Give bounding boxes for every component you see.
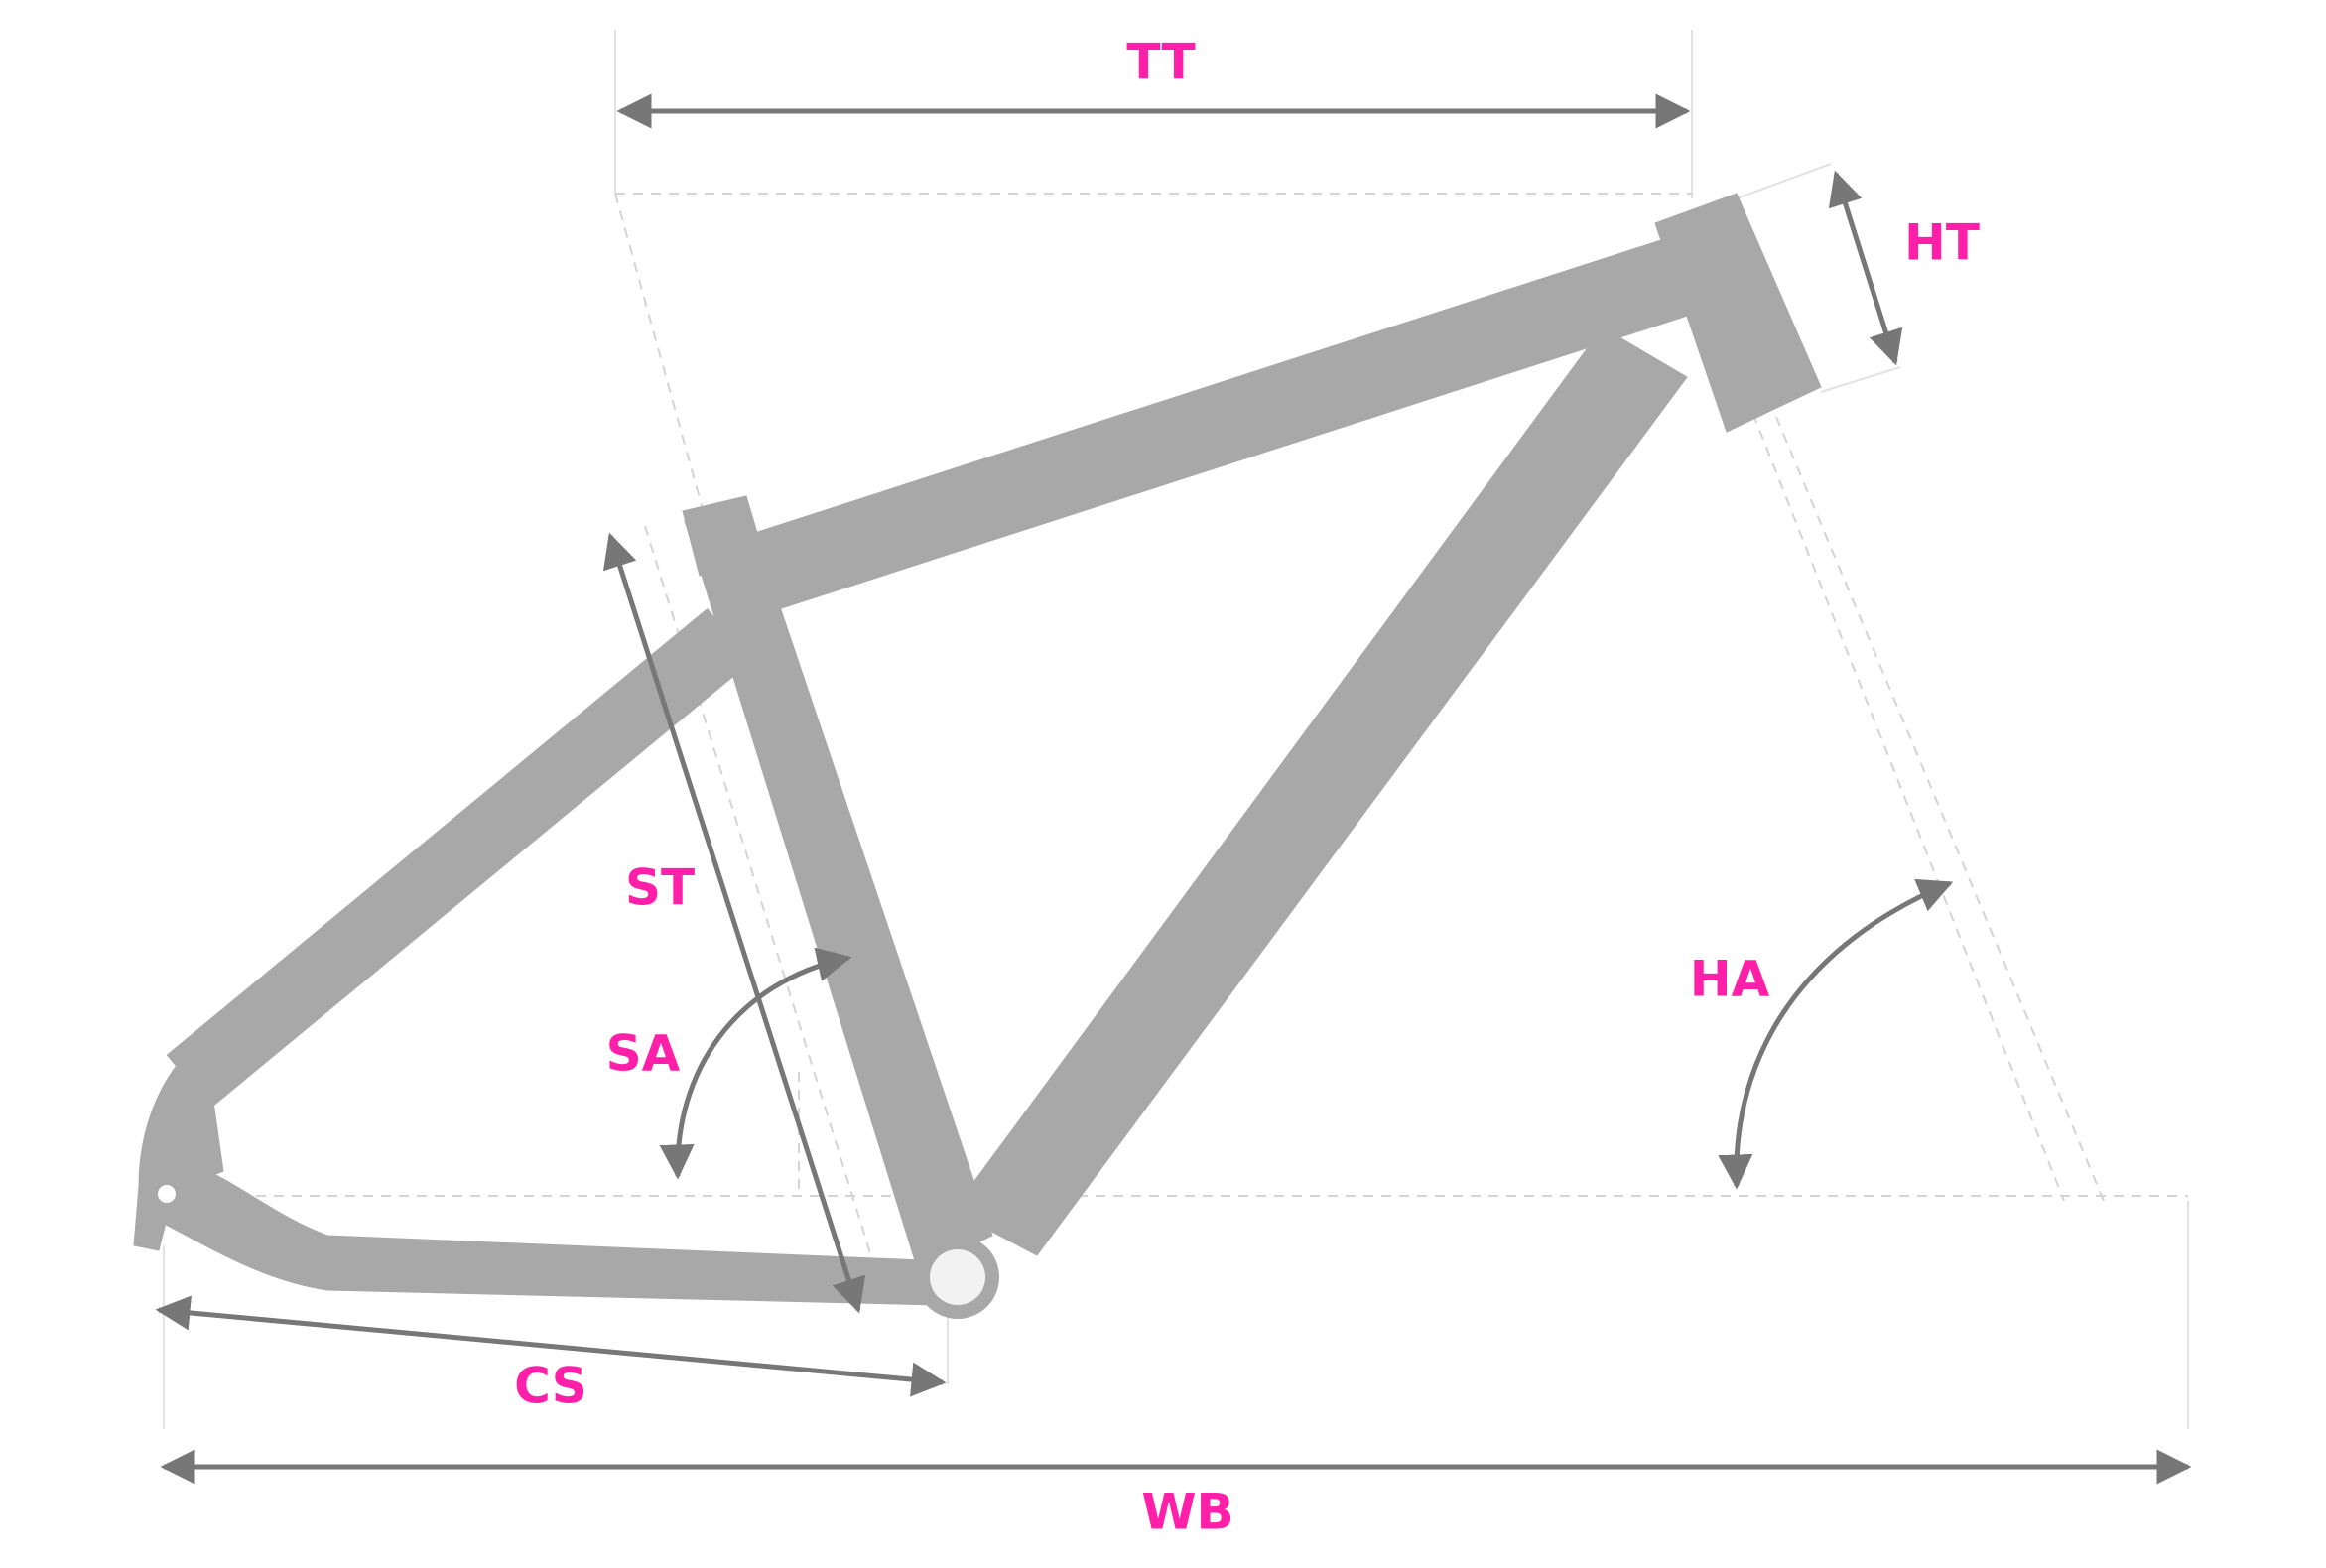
bike-frame: [133, 193, 1822, 1319]
sa-angle-arrow: [659, 947, 852, 1180]
label-cs: CS: [514, 1358, 587, 1415]
ht-bottom-extension: [1820, 366, 1901, 393]
label-st: ST: [625, 859, 695, 917]
seat-tube: [684, 500, 993, 1271]
fork-axis-guide: [1745, 396, 2065, 1202]
head-angle-guide: [1775, 416, 2105, 1202]
dropout-axle-hole: [158, 1185, 176, 1203]
head-tube: [1654, 193, 1822, 433]
rear-dropout: [133, 1051, 224, 1251]
dimension-labels: TT HT ST SA HA CS WB: [514, 34, 1980, 1541]
label-sa: SA: [606, 1025, 681, 1083]
label-ht: HT: [1904, 214, 1980, 272]
label-wb: WB: [1141, 1484, 1233, 1541]
seat-tube-extension-guide: [614, 193, 706, 517]
ha-angle-arrow: [1718, 878, 1954, 1190]
label-tt: TT: [1126, 34, 1195, 91]
cs-dimension-arrow: [155, 1295, 947, 1397]
bottom-bracket-hole: [930, 1249, 985, 1305]
ht-dimension-arrow: [1828, 170, 1903, 366]
st-dimension-arrow: [602, 532, 866, 1314]
guide-lines: [149, 30, 2189, 1429]
dimension-arrows: [155, 93, 2192, 1485]
down-tube: [952, 327, 1688, 1256]
label-ha: HA: [1690, 951, 1770, 1008]
ht-top-extension: [1736, 163, 1832, 199]
